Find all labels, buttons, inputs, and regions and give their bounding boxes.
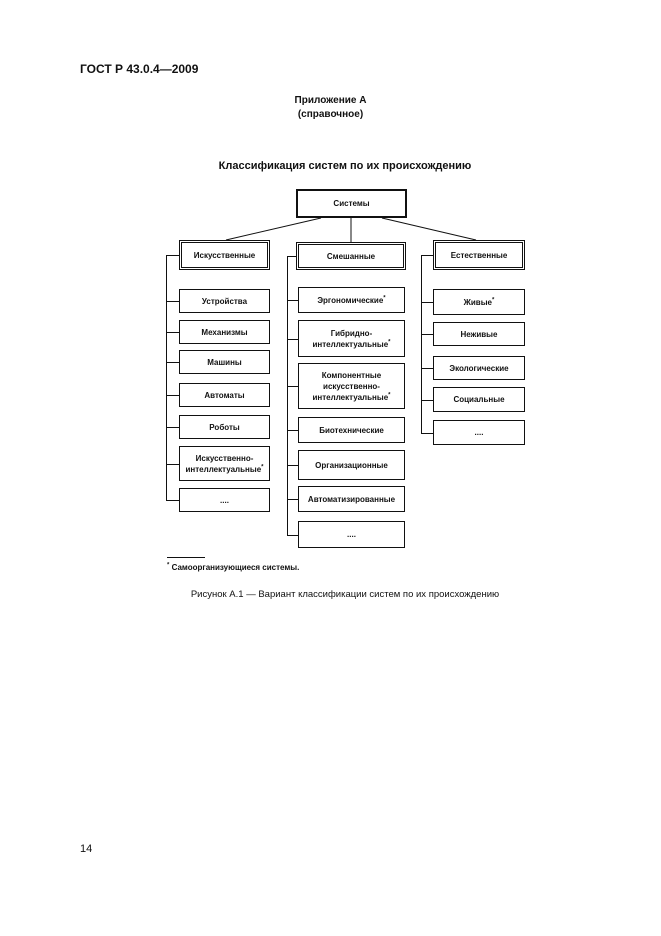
branch-3-item-3-label: Экологические: [449, 363, 509, 373]
footnote: * Самоорганизующиеся системы.: [167, 562, 300, 572]
root-connector-3: [381, 217, 477, 241]
branch-2-tick-7: [287, 534, 298, 536]
document-header: ГОСТ Р 43.0.4—2009: [80, 62, 199, 76]
branch-1-item-3-label: Машины: [207, 357, 242, 367]
root-connector-1: [225, 217, 322, 241]
branch-2-tick-4: [287, 430, 298, 431]
branch-3-tick-4: [421, 399, 433, 401]
branch-header-2-label: Смешанные: [326, 251, 376, 261]
branch-3-item-2: Неживые: [433, 322, 525, 346]
branch-3-item-4: Социальные: [433, 387, 525, 412]
branch-2-tick-2: [287, 338, 298, 340]
branch-1-tick-4: [166, 395, 179, 396]
branch-1-spine: [166, 255, 167, 501]
branch-3-item-1-label: Живые: [463, 297, 492, 307]
branch-header-3-label: Естественные: [450, 250, 508, 260]
branch-2-item-4-label: Биотехнические: [319, 425, 384, 435]
branch-2-item-2: Гибридно-интеллектуальные*: [298, 320, 405, 357]
branch-2-tick-3: [287, 386, 298, 387]
branch-3-item-4-label: Социальные: [453, 395, 505, 404]
branch-header-2: Смешанные: [296, 242, 406, 270]
branch-3-item-2-label: Неживые: [460, 329, 498, 339]
figure-caption: Рисунок А.1 — Вариант классификации сист…: [190, 589, 500, 600]
branch-2-tick-6: [287, 499, 298, 500]
branch-1-tick-5: [166, 427, 179, 428]
branch-2-item-3: Компонентные искусственно-интеллектуальн…: [298, 363, 405, 409]
branch-2-item-6: Автоматизированные: [298, 486, 405, 512]
branch-2-item-7-label: ....: [347, 530, 356, 539]
root-box: Системы: [296, 189, 407, 218]
branch-3-item-1-footnote-mark: *: [492, 296, 495, 303]
branch-2-item-7: ....: [298, 521, 405, 548]
branch-1-item-5: Роботы: [179, 415, 270, 439]
branch-3-item-5: ....: [433, 420, 525, 445]
footnote-mark: *: [167, 562, 170, 569]
branch-1-item-4-label: Автоматы: [204, 390, 245, 400]
branch-1-header-tick: [166, 255, 179, 256]
footnote-text: Самоорганизующиеся системы.: [169, 563, 300, 572]
branch-3-item-3: Экологические: [433, 356, 525, 380]
page-number: 14: [80, 843, 93, 855]
appendix-title: Приложение А: [294, 95, 367, 106]
figure-title: Классификация систем по их происхождению: [218, 160, 472, 172]
branch-2-item-2-label: Гибридно-интеллектуальные: [312, 328, 389, 349]
branch-2-item-5: Организационные: [298, 450, 405, 480]
branch-2-header-tick: [287, 256, 296, 257]
branch-2-spine: [287, 256, 288, 536]
branch-1-item-1: Устройства: [179, 289, 270, 313]
branch-1-tick-3: [166, 362, 179, 363]
branch-1-item-5-label: Роботы: [209, 422, 240, 432]
branch-1-tick-7: [166, 500, 179, 501]
branch-1-tick-1: [166, 301, 179, 302]
branch-3-item-5-label: ....: [474, 428, 484, 437]
branch-3-spine: [421, 255, 422, 434]
branch-3-item-1: Живые*: [433, 289, 525, 315]
branch-2-item-5-label: Организационные: [315, 460, 388, 470]
branch-3-tick-3: [421, 368, 433, 369]
branch-1-item-7: ....: [179, 488, 270, 512]
branch-1-item-3: Машины: [179, 350, 270, 374]
branch-1-item-2-label: Механизмы: [201, 327, 248, 337]
branch-2-item-3-footnote-mark: *: [388, 391, 391, 398]
branch-header-1-label: Искусственные: [193, 250, 256, 260]
branch-1-tick-2: [166, 332, 179, 333]
branch-2-item-2-footnote-mark: *: [388, 338, 391, 345]
branch-2-item-1: Эргономические*: [298, 287, 405, 313]
branch-3-tick-1: [421, 302, 433, 303]
appendix-heading: Приложение А (справочное): [0, 94, 661, 122]
branch-1-item-6: Искусственно-интеллектуальные*: [179, 446, 270, 481]
branch-1-item-4: Автоматы: [179, 383, 270, 407]
branch-3-header-tick: [421, 255, 433, 256]
root-box-label: Системы: [333, 199, 370, 208]
branch-header-3: Естественные: [433, 240, 525, 270]
branch-1-item-6-label: Искусственно-интеллектуальные: [185, 453, 262, 474]
branch-2-tick-1: [287, 300, 298, 301]
appendix-note: (справочное): [297, 109, 364, 120]
branch-2-tick-5: [287, 465, 298, 466]
branch-1-item-6-footnote-mark: *: [261, 463, 264, 470]
branch-1-item-1-label: Устройства: [201, 296, 248, 306]
branch-2-item-1-footnote-mark: *: [383, 294, 386, 301]
branch-1-item-2: Механизмы: [179, 320, 270, 344]
branch-3-tick-2: [421, 334, 433, 335]
branch-1-item-7-label: ....: [220, 495, 229, 505]
branch-1-tick-6: [166, 463, 179, 465]
branch-3-tick-5: [421, 432, 433, 434]
branch-header-1: Искусственные: [179, 240, 270, 270]
branch-2-item-4: Биотехнические: [298, 417, 405, 443]
branch-2-item-1-label: Эргономические: [317, 295, 384, 305]
branch-2-item-3-label: Компонентные искусственно-интеллектуальн…: [312, 370, 389, 402]
footnote-separator: [167, 557, 205, 558]
branch-2-item-6-label: Автоматизированные: [307, 494, 396, 504]
